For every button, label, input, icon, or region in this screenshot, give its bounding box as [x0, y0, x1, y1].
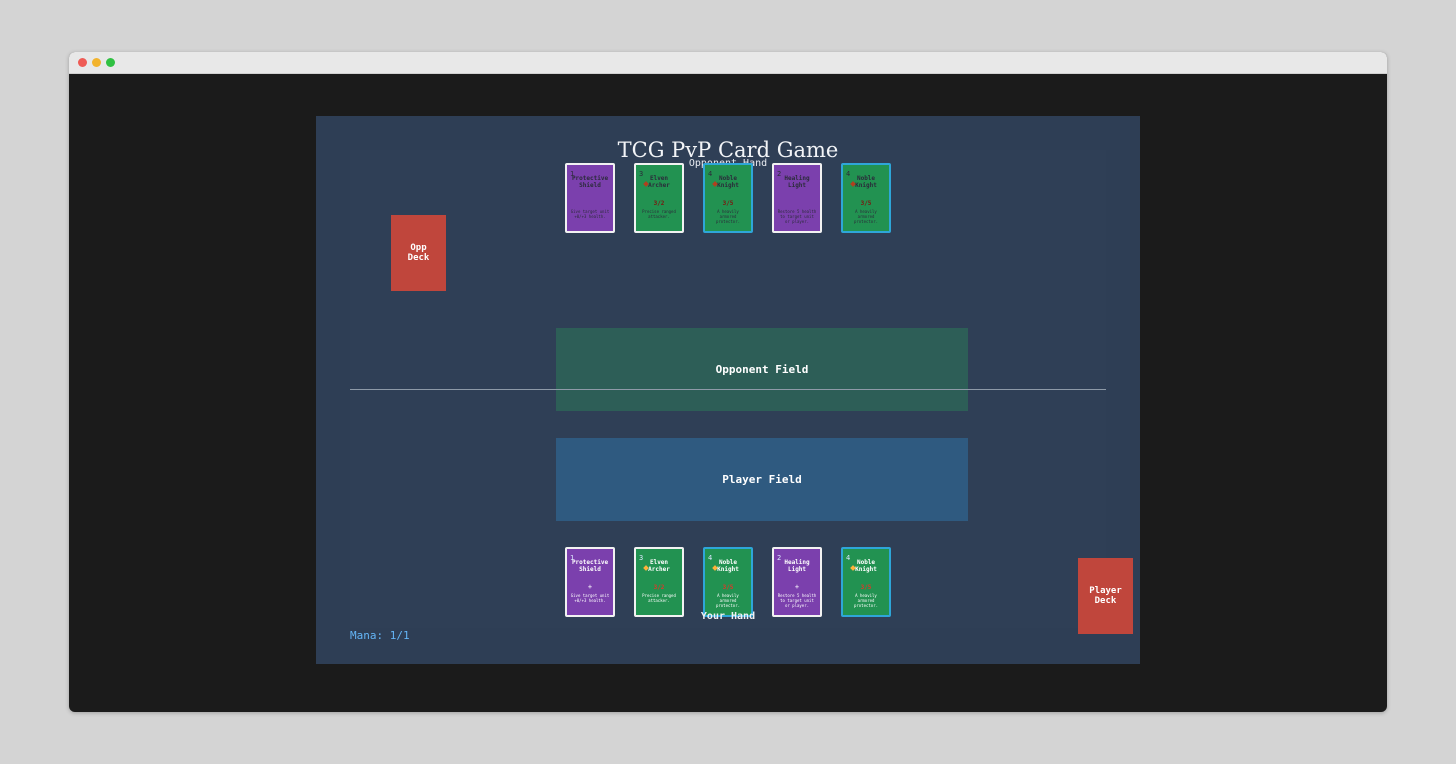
card-cost: 4: [846, 170, 851, 178]
card-cost: 1: [570, 554, 575, 562]
card-name: Noble Knight: [855, 559, 877, 573]
card-cost: 4: [846, 554, 851, 562]
card-text: A heavily armored protector.: [715, 593, 741, 608]
spell-effect-icon: +: [794, 583, 800, 591]
card-text: Restore 5 health to target unit or playe…: [777, 593, 817, 608]
close-window-button[interactable]: [78, 58, 87, 67]
card-name: Elven Archer: [648, 175, 670, 189]
card-name: Protective Shield: [571, 175, 609, 189]
minimize-window-button[interactable]: [92, 58, 101, 67]
card-name: Noble Knight: [855, 175, 877, 189]
spell-effect-icon: +: [587, 583, 593, 591]
card-cost: 1: [570, 170, 575, 178]
card-text: Restore 5 health to target unit or playe…: [777, 209, 817, 224]
card-name: Healing Light: [784, 559, 810, 573]
field-divider: [350, 389, 1106, 390]
card-cost: 3: [639, 170, 644, 178]
player-field[interactable]: Player Field: [556, 438, 968, 521]
card-name: Elven Archer: [648, 559, 670, 573]
card-name: Noble Knight: [717, 175, 739, 189]
card-stats: 3/5: [860, 200, 872, 207]
card-stats: 3/2: [653, 200, 665, 207]
card-name: Protective Shield: [571, 559, 609, 573]
browser-window: Opp Deck Opponent Field Player Field Pla…: [69, 52, 1387, 712]
game-container: Opp Deck Opponent Field Player Field Pla…: [316, 116, 1140, 664]
card-text: A heavily armored protector.: [853, 209, 879, 224]
card-text: A heavily armored protector.: [853, 593, 879, 608]
your-hand-label: Your Hand: [700, 611, 756, 622]
card-text: Give target unit +0/+3 health.: [570, 209, 610, 219]
card-name: Healing Light: [784, 175, 810, 189]
card-cost: 4: [708, 554, 713, 562]
card-stats: 3/2: [653, 584, 665, 591]
mana-counter: Mana: 1/1: [350, 629, 410, 642]
card-cost: 4: [708, 170, 713, 178]
player-field-label: Player Field: [722, 473, 802, 486]
card-text: Give target unit +0/+3 health.: [570, 593, 610, 603]
game-title: TCG PvP Card Game: [617, 138, 839, 162]
card-stats: 3/5: [722, 584, 734, 591]
card-cost: 3: [639, 554, 644, 562]
maximize-window-button[interactable]: [106, 58, 115, 67]
player-deck[interactable]: Player Deck: [1078, 558, 1133, 634]
opponent-field: Opponent Field: [556, 328, 968, 411]
card-text: Precise ranged attacker.: [642, 209, 676, 219]
opponent-field-label: Opponent Field: [715, 363, 809, 376]
card-stats: 3/5: [722, 200, 734, 207]
card-name: Noble Knight: [717, 559, 739, 573]
card-text: Precise ranged attacker.: [642, 593, 676, 603]
card-text: A heavily armored protector.: [715, 209, 741, 224]
card-cost: 2: [777, 170, 782, 178]
window-titlebar: [69, 52, 1387, 74]
opponent-deck: Opp Deck: [391, 215, 446, 291]
card-cost: 2: [777, 554, 782, 562]
card-stats: 3/5: [860, 584, 872, 591]
